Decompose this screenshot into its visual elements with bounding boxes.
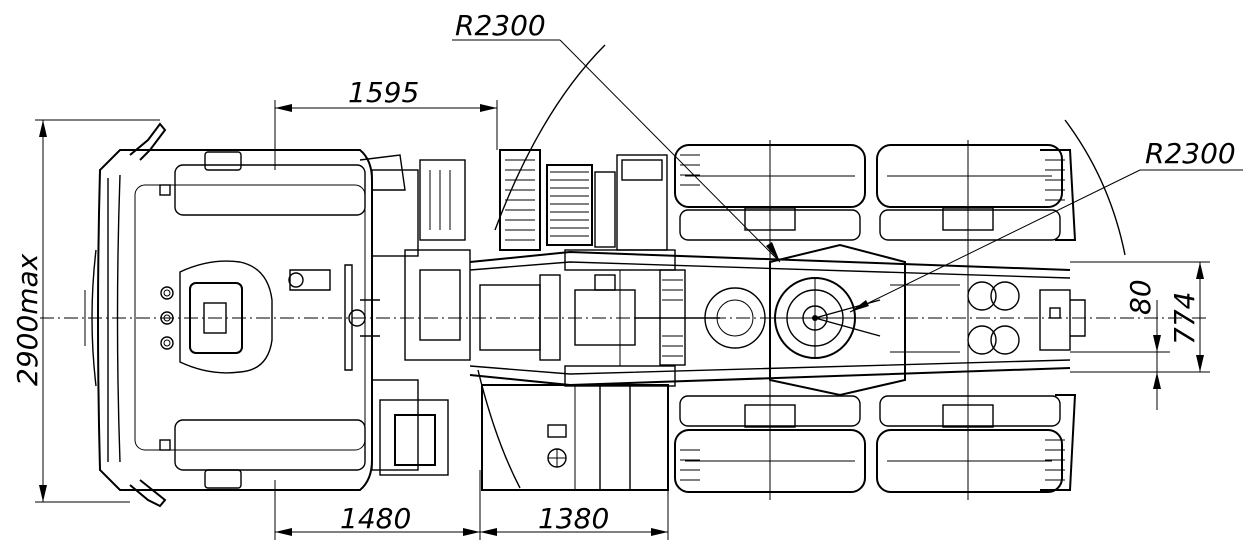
cab: [84, 122, 406, 508]
radius-right: [849, 119, 1243, 313]
upper-side-equipment: [499, 149, 668, 251]
dim-bottom: [274, 470, 669, 540]
dim-label-774: 774: [1168, 292, 1201, 345]
radius-label-right: R2300: [1145, 137, 1236, 170]
drivetrain: [479, 269, 766, 366]
radius-left: [452, 39, 781, 489]
frame-rails: [469, 249, 1071, 387]
frame-front: [288, 159, 471, 476]
dim-label-1480: 1480: [340, 502, 411, 535]
radius-label-left: R2300: [455, 9, 546, 42]
dim-label-80: 80: [1124, 279, 1157, 315]
dim-right-vertical: [1070, 261, 1210, 410]
dim-2900: [35, 119, 160, 503]
fifth-wheel: [769, 243, 906, 397]
dim-label-2900max: 2900max: [11, 253, 44, 386]
rear-equipment: [890, 281, 1086, 355]
dim-1595: [274, 100, 498, 170]
fuel-tank: [481, 384, 669, 491]
dim-label-1595: 1595: [348, 76, 419, 109]
dim-label-1380: 1380: [538, 502, 609, 535]
wheels: [674, 140, 1077, 500]
